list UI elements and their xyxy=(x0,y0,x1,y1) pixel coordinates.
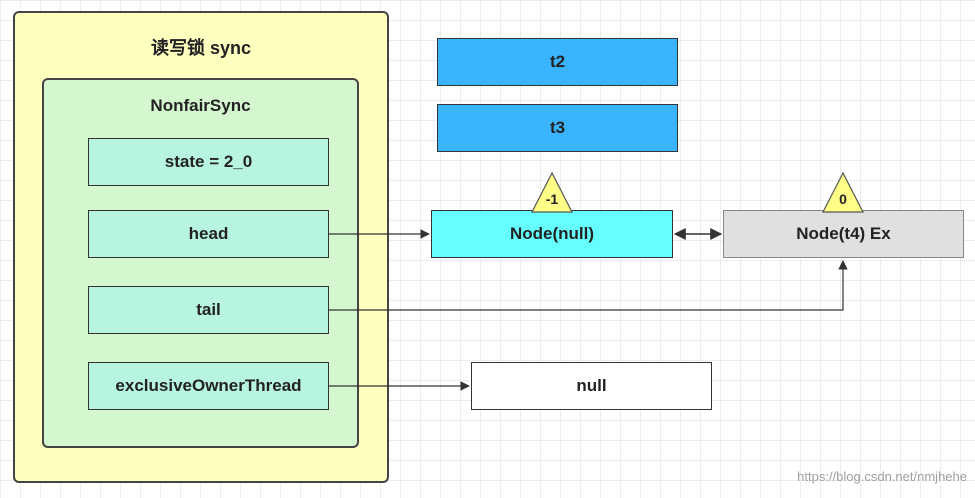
nonfairsync-title: NonfairSync xyxy=(150,96,251,115)
sync-title: 读写锁 sync xyxy=(150,38,252,58)
thread-t2: t2 xyxy=(437,38,678,86)
thread-t3: t3 xyxy=(437,104,678,152)
state-field: state = 2_0 xyxy=(88,138,329,186)
node-null: Node(null) xyxy=(431,210,673,258)
waitstatus-null-label: -1 xyxy=(546,191,559,207)
tail-field: tail xyxy=(88,286,329,334)
waitstatus-t4-label: 0 xyxy=(839,191,847,207)
tail-arrow xyxy=(329,260,848,311)
exclusive-owner-thread-field: exclusiveOwnerThread xyxy=(88,362,329,410)
node-t4: Node(t4) Ex xyxy=(723,210,964,258)
waitstatus-triangle-null xyxy=(531,171,573,213)
waitstatus-triangle-t4 xyxy=(822,171,864,213)
head-field: head xyxy=(88,210,329,258)
owner-null-box: null xyxy=(471,362,712,410)
watermark-url: https://blog.csdn.net/nmjhehe xyxy=(797,469,967,484)
